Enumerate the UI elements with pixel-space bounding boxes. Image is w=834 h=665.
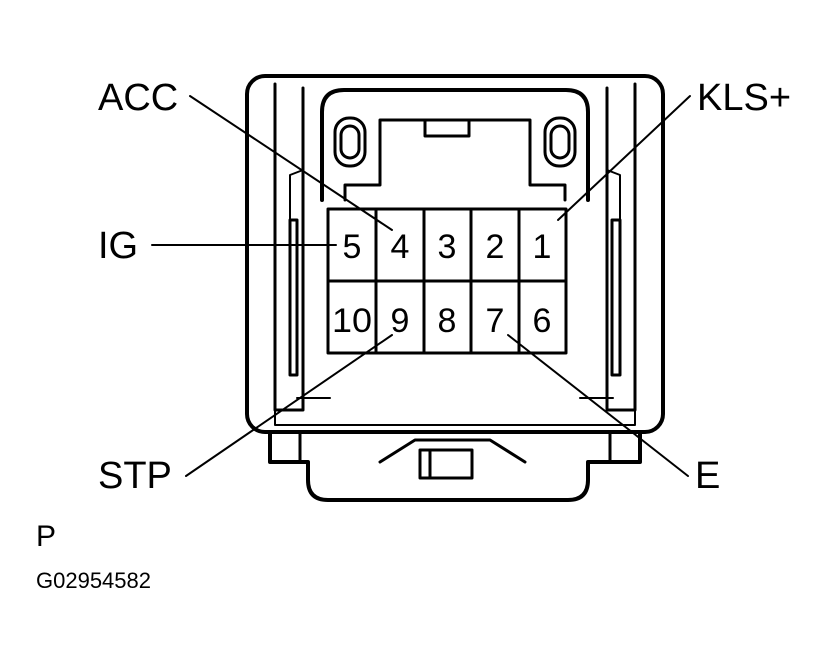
pin-1: 1 — [533, 228, 552, 266]
pin-9: 9 — [391, 302, 410, 340]
label-ig: IG — [98, 225, 138, 267]
pin-8: 8 — [438, 302, 457, 340]
label-kls: KLS+ — [697, 77, 791, 119]
label-stp: STP — [98, 455, 172, 497]
leader-acc — [189, 95, 393, 231]
connector-housing — [245, 74, 665, 502]
leader-e — [507, 334, 689, 477]
pin-2: 2 — [486, 228, 505, 266]
pin-3: 3 — [438, 228, 457, 266]
label-acc: ACC — [98, 77, 178, 119]
terminal-grid — [326, 207, 568, 355]
view-letter: P — [36, 520, 56, 553]
leader-kls — [557, 95, 691, 221]
pin-10: 10 — [332, 302, 372, 340]
pin-6: 6 — [533, 302, 552, 340]
leader-stp — [185, 334, 393, 477]
leader-lines — [151, 95, 691, 477]
pin-4: 4 — [391, 228, 410, 266]
figure-code: G02954582 — [36, 568, 151, 593]
pin-5: 5 — [343, 228, 362, 266]
pin-7: 7 — [486, 302, 505, 340]
label-e: E — [695, 455, 720, 497]
